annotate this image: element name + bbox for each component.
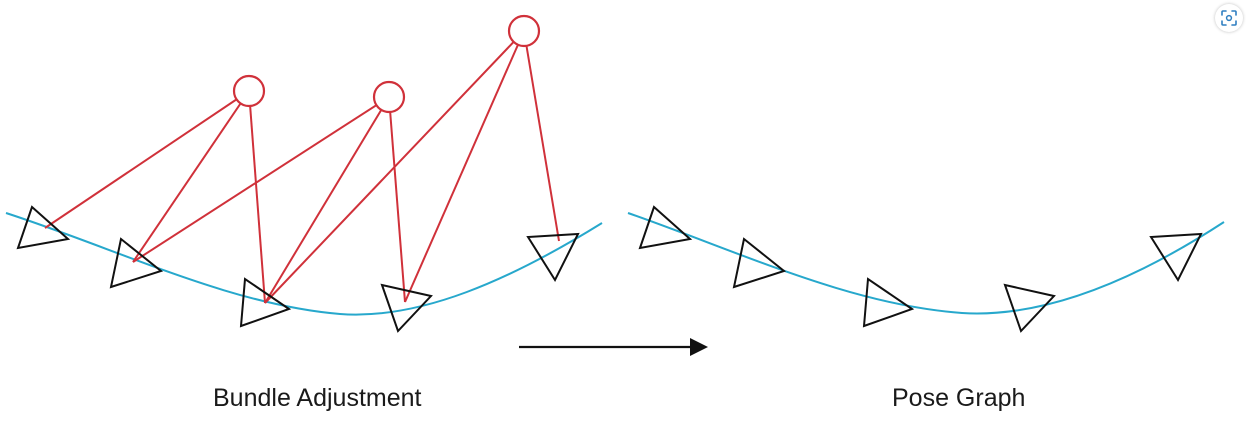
cameras-left	[16, 205, 580, 333]
camera-pose	[732, 237, 787, 289]
landmark-point	[507, 14, 541, 48]
camera-pose	[239, 277, 292, 328]
landmarks	[232, 14, 541, 114]
camera-pose	[638, 205, 693, 250]
cameras-right	[638, 205, 1203, 333]
caption-bundle-adjustment: Bundle Adjustment	[213, 384, 422, 412]
observation-edges	[44, 30, 560, 304]
landmark-point	[232, 74, 266, 108]
transform-arrow	[519, 338, 708, 356]
landmark-point	[372, 80, 406, 114]
caption-pose-graph: Pose Graph	[892, 384, 1026, 412]
camera-pose	[1149, 232, 1203, 283]
camera-pose	[16, 205, 71, 250]
camera-pose	[109, 237, 164, 289]
camera-pose	[1003, 283, 1056, 333]
image-scan-button[interactable]	[1215, 4, 1243, 32]
camera-pose	[526, 232, 580, 283]
scan-icon	[1221, 10, 1237, 26]
trajectory-curve-right	[627, 212, 1225, 315]
camera-pose	[862, 277, 915, 328]
trajectory-curve-left	[5, 212, 603, 316]
camera-pose	[380, 283, 433, 333]
